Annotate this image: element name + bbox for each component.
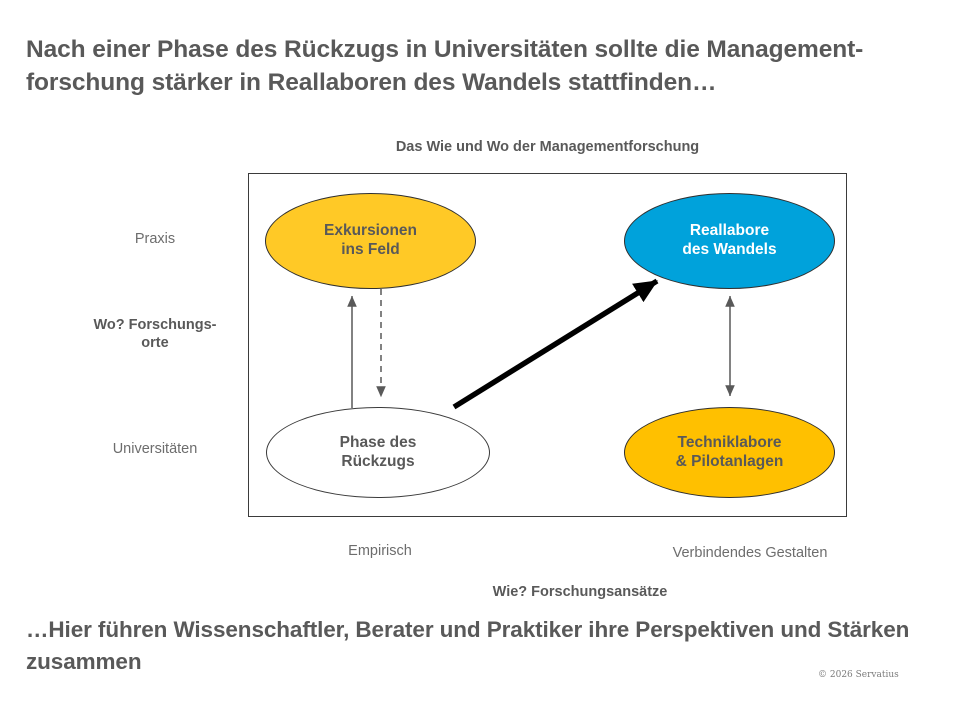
node-phase-des-rueckzugs[interactable]: Phase des Rückzugs (266, 407, 490, 498)
page-title: Nach einer Phase des Rückzugs in Univers… (26, 36, 864, 97)
node-label-line2: Rückzugs (341, 452, 415, 470)
node-label-line1: Phase des (339, 433, 417, 451)
node-exkursionen-ins-feld[interactable]: Exkursionen ins Feld (265, 193, 476, 289)
axis-label-universitaeten: Universitäten (112, 441, 198, 457)
axis-label-wo-line2: Forschungs- (128, 317, 217, 333)
diagram-title: Das Wie und Wo der Managementforschung (395, 139, 700, 155)
node-label-line2: des Wandels (682, 241, 777, 258)
axis-label-verbindendes-gestalten: Verbindendes Gestalten (672, 545, 828, 561)
axis-label-praxis: Praxis (134, 231, 176, 247)
node-reallabore-des-wandels[interactable]: Reallabore des Wandels (624, 193, 835, 289)
copyright-notice: © 2026 Servatius (818, 670, 899, 680)
closing-statement: …Hier führen Wissenschaftler, Berater un… (26, 617, 910, 674)
axis-label-wo-forschungsorte: Wo? Forschungs- orte (80, 316, 230, 352)
node-label-line1: Techniklabore (677, 433, 782, 451)
axis-label-wo-line1: Wo? (93, 317, 125, 333)
node-techniklabore-pilotanlagen[interactable]: Techniklabore & Pilotanlagen (624, 407, 835, 498)
axis-label-empirisch: Empirisch (348, 543, 412, 559)
axis-label-wie-forschungsansaetze: Wie? Forschungsansätze (492, 584, 668, 600)
node-label-line2: & Pilotanlagen (675, 452, 784, 470)
node-label-line1: Reallabore (689, 222, 770, 240)
node-label-line1: Exkursionen (323, 222, 418, 240)
axis-label-wo-line3: orte (141, 335, 169, 352)
node-label-line2: ins Feld (341, 241, 400, 258)
